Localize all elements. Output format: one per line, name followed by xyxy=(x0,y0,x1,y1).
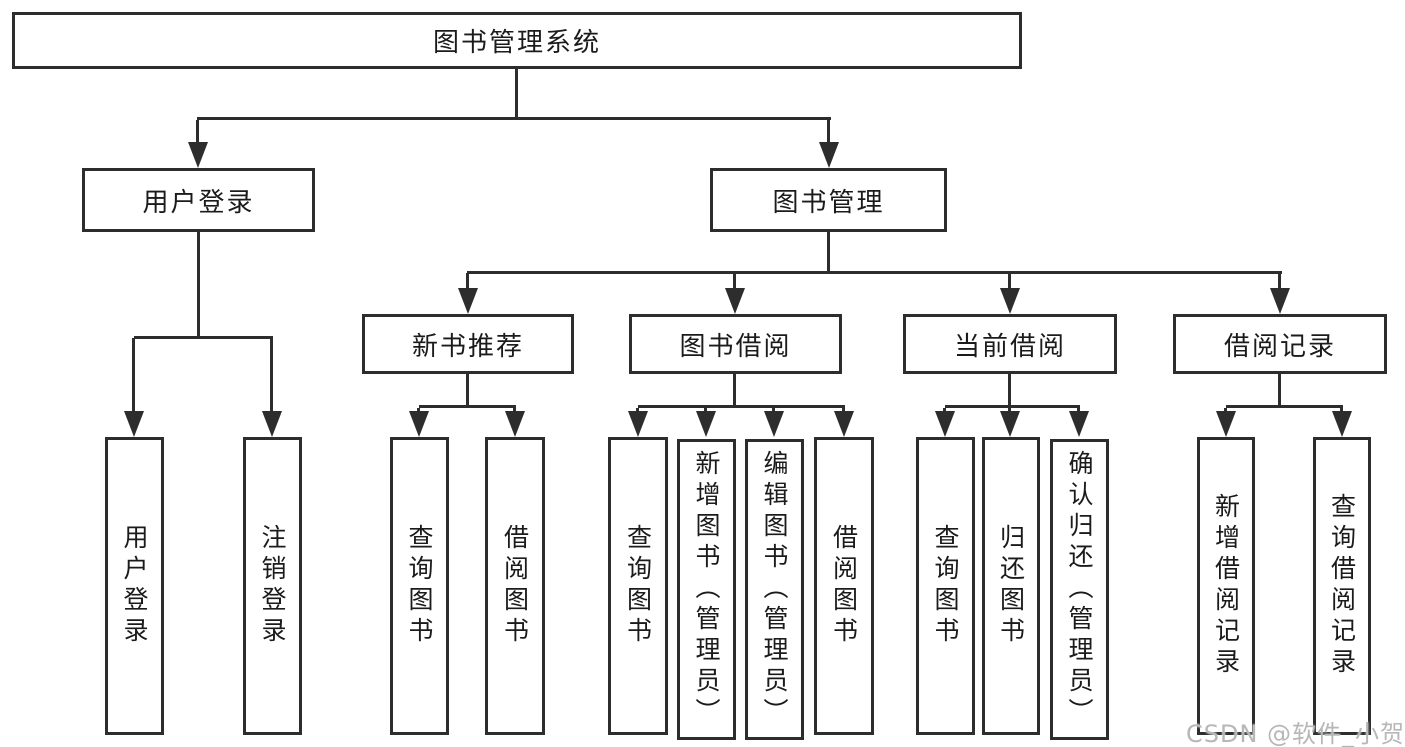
leaf-query-books-recommend: 查询图书 xyxy=(390,437,449,735)
leaf-add-borrow-record: 新增借阅记录 xyxy=(1197,437,1255,735)
connector-line xyxy=(638,405,845,408)
down-arrow xyxy=(627,408,648,437)
leaf-edit-books-admin: 编辑图书（管理员） xyxy=(745,439,804,740)
leaf-borrow-books-recommend: 借阅图书 xyxy=(485,437,545,735)
leaf-borrow-books-borrowing: 借阅图书 xyxy=(814,437,874,735)
node-current-borrowing: 当前借阅 xyxy=(903,314,1117,374)
down-arrow xyxy=(833,408,854,437)
down-arrow xyxy=(1331,408,1352,437)
connector-line xyxy=(733,374,736,407)
leaf-query-books-borrowing: 查询图书 xyxy=(608,437,668,735)
down-arrow xyxy=(187,120,208,168)
down-arrow xyxy=(724,273,745,314)
down-arrow xyxy=(1269,273,1290,314)
connector-line xyxy=(1008,374,1011,407)
node-new-book-recommendation: 新书推荐 xyxy=(362,314,574,374)
leaf-return-books: 归还图书 xyxy=(982,437,1040,735)
down-arrow xyxy=(695,408,716,437)
connector-line xyxy=(197,117,831,120)
connector-line xyxy=(945,405,1080,408)
down-arrow xyxy=(818,120,839,168)
down-arrow xyxy=(408,408,429,437)
connector-line xyxy=(467,271,1282,274)
down-arrow xyxy=(1215,408,1236,437)
down-arrow xyxy=(999,408,1020,437)
connector-line xyxy=(515,69,518,120)
leaf-confirm-return-admin: 确认归还（管理员） xyxy=(1050,439,1109,740)
leaf-logout: 注销登录 xyxy=(243,437,302,735)
leaf-query-borrow-record: 查询借阅记录 xyxy=(1313,437,1371,735)
node-book-management: 图书管理 xyxy=(710,168,947,232)
leaf-user-login: 用户登录 xyxy=(105,437,164,735)
down-arrow xyxy=(934,408,955,437)
node-root-library-system: 图书管理系统 xyxy=(12,12,1022,69)
connector-line xyxy=(419,405,516,408)
node-borrowing-records: 借阅记录 xyxy=(1173,314,1387,374)
connector-line xyxy=(1226,405,1343,408)
connector-line xyxy=(197,232,200,338)
connector-line xyxy=(466,374,469,407)
down-arrow xyxy=(1068,408,1089,437)
down-arrow xyxy=(504,408,525,437)
down-arrow xyxy=(457,273,478,314)
connector-line xyxy=(1278,374,1281,407)
down-arrow xyxy=(763,408,784,437)
csdn-watermark: CSDN @软件_小贺同学 xyxy=(1186,720,1405,747)
connector-line xyxy=(134,336,273,339)
connector-line xyxy=(827,232,830,273)
down-arrow xyxy=(261,338,282,437)
leaf-add-books-admin: 新增图书（管理员） xyxy=(677,439,736,740)
down-arrow xyxy=(123,338,144,437)
node-book-borrowing: 图书借阅 xyxy=(629,314,842,374)
node-user-login: 用户登录 xyxy=(82,168,315,232)
down-arrow xyxy=(999,273,1020,314)
leaf-query-books-current: 查询图书 xyxy=(916,437,975,735)
